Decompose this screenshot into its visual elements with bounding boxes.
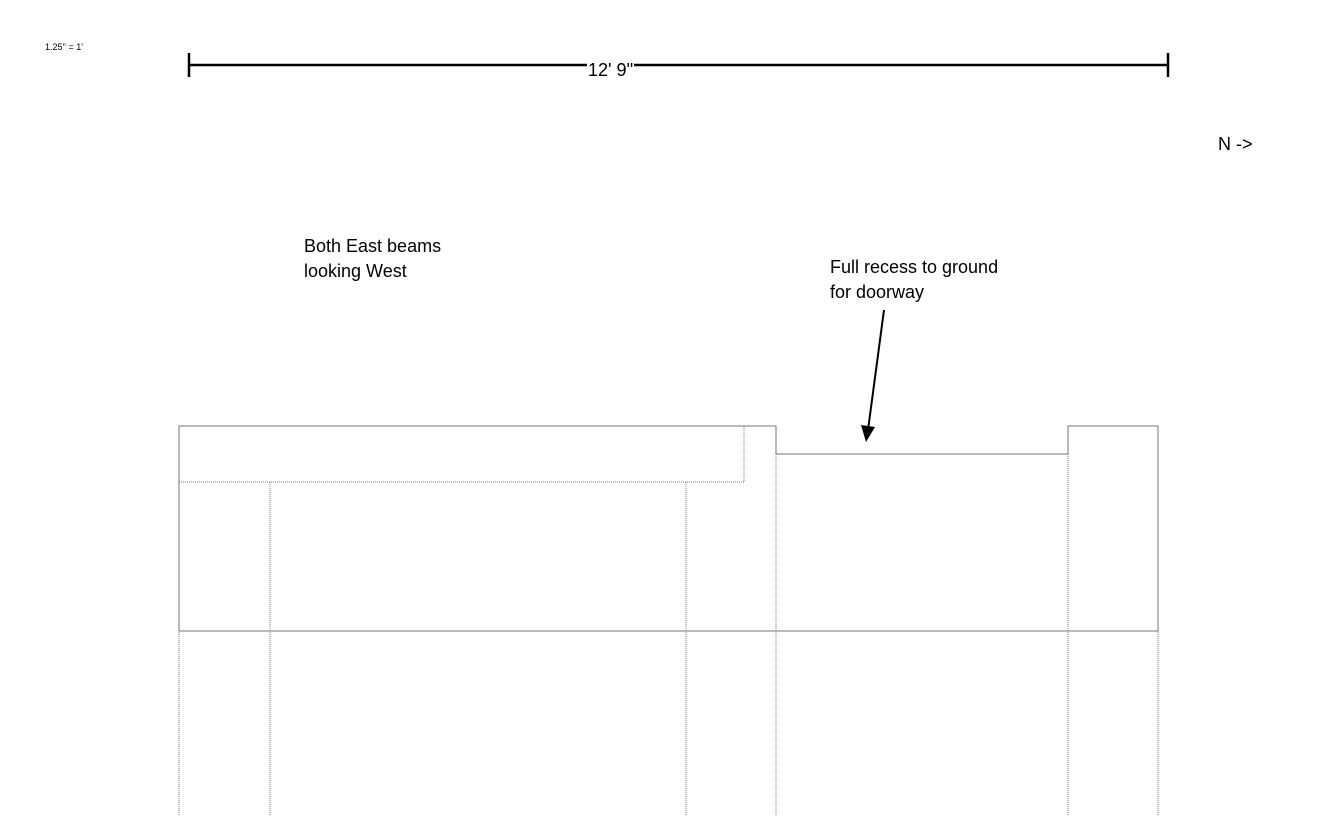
view-note: Both East beams looking West	[304, 234, 441, 284]
view-note-line2: looking West	[304, 261, 407, 281]
dimension-label: 12' 9''	[587, 60, 635, 81]
scale-label: 1.25'' = 1'	[45, 42, 83, 52]
arrow-icon	[861, 309, 885, 442]
recess-note-line1: Full recess to ground	[830, 257, 999, 277]
recess-note: Full recess to ground for doorway	[830, 255, 998, 305]
north-indicator: N ->	[1218, 134, 1253, 154]
view-note-line1: Both East beams	[304, 236, 442, 256]
beam-outline	[178, 425, 1159, 816]
dimension-line	[187, 53, 1170, 77]
recess-note-line2: for doorway	[830, 282, 925, 302]
